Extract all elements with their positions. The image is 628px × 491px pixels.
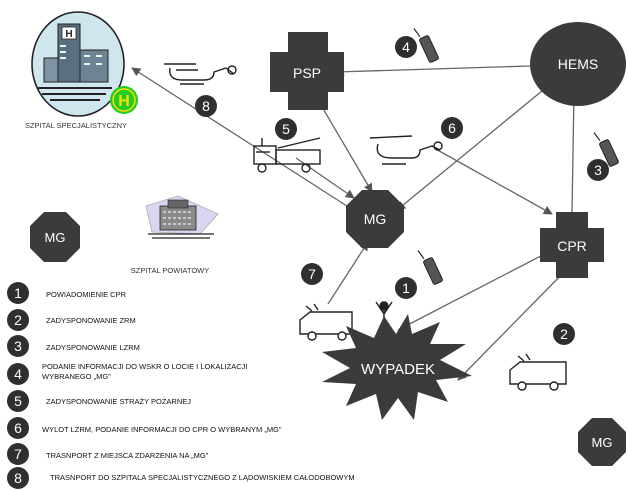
psp-node[interactable]: PSP <box>270 32 344 110</box>
district-hospital-icon <box>145 195 219 239</box>
step-marker-4: 4 <box>395 36 417 58</box>
legend-item-1: 1 POWIADOMIENIE CPR <box>7 282 127 304</box>
phone-icon <box>413 28 439 63</box>
svg-text:1: 1 <box>402 280 410 296</box>
connections <box>131 65 579 381</box>
specialist-hospital-label: SZPITAL SPECJALISTYCZNY <box>25 121 127 130</box>
legend-text-7: TRASNPORT Z MIEJSCA ZDARZENIA NA „MG” <box>46 451 209 460</box>
svg-text:3: 3 <box>594 162 602 178</box>
hospital-sign: H <box>65 29 72 40</box>
legend-item-3: 3 ZADYSPONOWANIE LZRM <box>7 335 140 357</box>
mg-left-node[interactable]: MG <box>30 212 80 262</box>
arrow-cpr-to-hems <box>569 91 579 213</box>
svg-text:4: 4 <box>402 39 410 55</box>
arrow-cpr-to-wypadek <box>457 265 571 381</box>
arrow-hems-to-psp <box>335 65 531 77</box>
wypadek-node[interactable]: WYPADEK <box>322 314 472 420</box>
svg-text:5: 5 <box>282 121 290 137</box>
arrow-psp-to-mg <box>317 99 373 193</box>
legend-item-6: 6 WYLOT LZRM, PODANIE INFORMACJI DO CPR … <box>7 417 282 439</box>
step-marker-3: 3 <box>587 159 609 181</box>
legend-item-4: 4 PODANIE INFORMACJI DO WSKR O LOCIE I L… <box>7 362 247 385</box>
arrow-wypadek-to-cpr <box>397 245 561 331</box>
helicopter-icon <box>164 63 237 85</box>
step-marker-5: 5 <box>275 118 297 140</box>
phone-icon <box>593 132 619 167</box>
legend-text-4b: WYBRANEGO „MG” <box>42 372 111 381</box>
mg-right-node[interactable]: MG <box>578 418 626 466</box>
legend-text-1: POWIADOMIENIE CPR <box>46 290 127 299</box>
step-marker-7: 7 <box>301 263 323 285</box>
step-marker-6: 6 <box>441 117 463 139</box>
svg-text:6: 6 <box>14 420 22 436</box>
fire-truck-icon <box>253 137 321 173</box>
svg-text:3: 3 <box>14 338 22 354</box>
district-hospital-label: SZPITAL POWIATOWY <box>131 266 209 275</box>
helicopter-icon <box>369 135 443 165</box>
svg-text:5: 5 <box>14 393 22 409</box>
hems-label: HEMS <box>558 56 598 72</box>
psp-label: PSP <box>293 65 321 81</box>
cpr-node[interactable]: CPR <box>540 212 604 278</box>
ambulance-icon <box>509 353 567 391</box>
legend-text-5: ZADYSPONOWANIE STRAŻY POŻARNEJ <box>46 397 191 406</box>
wypadek-label: WYPADEK <box>361 361 435 378</box>
cpr-label: CPR <box>557 238 587 254</box>
mg-right-label: MG <box>592 435 613 450</box>
svg-text:6: 6 <box>448 120 456 136</box>
hems-node[interactable]: HEMS <box>530 22 626 106</box>
step-marker-1: 1 <box>395 277 417 299</box>
svg-text:2: 2 <box>14 312 22 328</box>
arrow-wypadek-to-mg <box>327 241 369 305</box>
specialist-hospital-icon: H <box>31 11 125 117</box>
svg-text:7: 7 <box>14 446 22 462</box>
mg-center-node[interactable]: MG <box>346 190 404 248</box>
legend-item-7: 7 TRASNPORT Z MIEJSCA ZDARZENIA NA „MG” <box>7 443 209 465</box>
legend-item-2: 2 ZADYSPONOWANIE ZRM <box>7 309 136 331</box>
legend-text-2: ZADYSPONOWANIE ZRM <box>46 316 136 325</box>
arrow-heli-to-cpr <box>433 147 553 215</box>
helipad-sign: H <box>118 93 130 110</box>
mg-center-label: MG <box>364 211 387 227</box>
ambulance-icon <box>299 303 353 341</box>
legend-item-5: 5 ZADYSPONOWANIE STRAŻY POŻARNEJ <box>7 390 191 412</box>
arrow-mg-to-hospital <box>131 67 351 209</box>
legend-text-4: PODANIE INFORMACJI DO WSKR O LOCIE I LOK… <box>42 362 247 371</box>
legend-text-6: WYLOT LZRM, PODANIE INFORMACJI DO CPR O … <box>42 425 282 434</box>
legend-text-3: ZADYSPONOWANIE LZRM <box>46 343 140 352</box>
legend-text-8: TRASNPORT DO SZPITALA SPECJALISTYCZNEGO … <box>50 473 355 482</box>
step-marker-2: 2 <box>553 323 575 345</box>
mg-left-label: MG <box>45 230 66 245</box>
svg-text:7: 7 <box>308 266 316 282</box>
helipad-icon: H <box>110 86 138 114</box>
arrow-hems-to-mg <box>396 85 549 211</box>
svg-text:8: 8 <box>202 98 210 114</box>
svg-text:1: 1 <box>14 285 22 301</box>
step-marker-8: 8 <box>195 95 217 117</box>
svg-text:8: 8 <box>14 470 22 486</box>
phone-icon <box>417 250 443 285</box>
diagram-step-markers: 1 2 3 4 5 6 7 8 <box>195 36 609 345</box>
svg-text:2: 2 <box>560 326 568 342</box>
svg-text:4: 4 <box>14 366 22 382</box>
legend-item-8: 8 TRASNPORT DO SZPITALA SPECJALISTYCZNEG… <box>7 467 355 489</box>
legend: 1 POWIADOMIENIE CPR 2 ZADYSPONOWANIE ZRM… <box>7 282 355 489</box>
